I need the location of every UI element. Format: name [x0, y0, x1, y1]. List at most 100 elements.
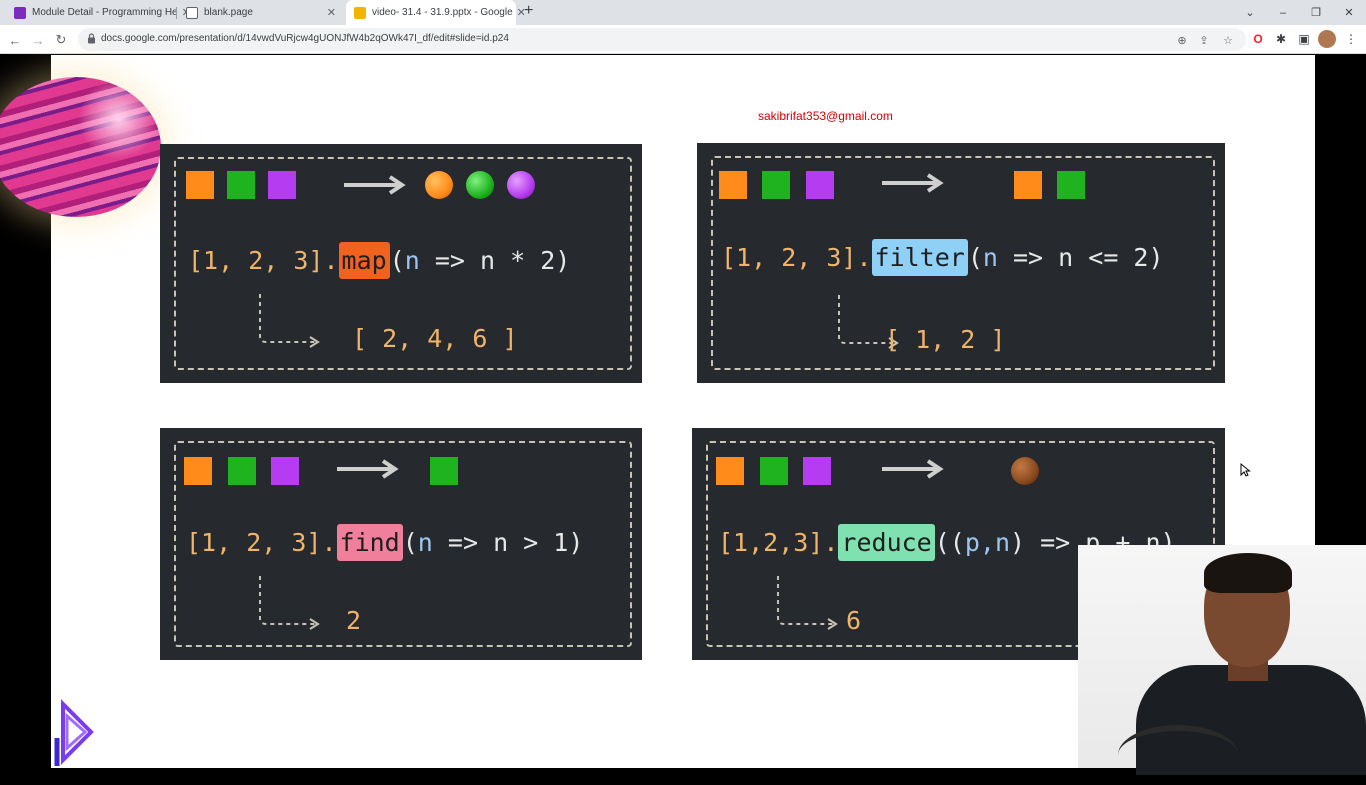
code-body: n <= 2 [1058, 243, 1149, 272]
dashed-frame [711, 156, 1215, 370]
presentation-stage: sakibrifat353@gmail.com [1, 2, 3]. map (… [0, 55, 1366, 768]
dashed-arrow-icon [259, 576, 320, 630]
map-method-highlight: map [338, 242, 390, 279]
address-bar[interactable]: docs.google.com/presentation/d/14vwdVuRj… [78, 28, 1246, 51]
reload-button[interactable]: ↻ [55, 32, 67, 47]
zoom-icon[interactable]: ⊕ [1177, 34, 1187, 47]
orange-square-icon [184, 457, 212, 485]
dashed-arrow-icon [838, 295, 899, 349]
forward-button[interactable]: → [31, 32, 45, 48]
minimize-button[interactable]: – [1279, 6, 1287, 19]
right-arrow-icon [337, 459, 399, 479]
map-panel: [1, 2, 3]. map ( n => n * 2 ) [ 2, 4, 6 … [160, 144, 642, 383]
green-square-icon [760, 457, 788, 485]
code-array: [1,2,3]. [718, 528, 839, 557]
green-square-icon [430, 457, 458, 485]
green-ball-icon [466, 171, 494, 199]
right-arrow-icon [882, 459, 944, 479]
code-param: p,n [964, 528, 1010, 557]
tab-blank-page[interactable]: blank.page ✕ [178, 0, 344, 25]
green-square-icon [1057, 171, 1085, 199]
bookmark-star-icon[interactable]: ☆ [1223, 34, 1233, 47]
green-square-icon [228, 457, 256, 485]
reduce-method-highlight: reduce [838, 524, 935, 561]
opera-extension-icon[interactable]: O [1253, 32, 1263, 46]
slide-canvas: sakibrifat353@gmail.com [1, 2, 3]. map (… [0, 55, 1315, 768]
dashed-frame [174, 441, 632, 647]
tab-strip: Module Detail - Programming He ✕ blank.p… [0, 0, 1366, 25]
code-paren-open: (( [934, 528, 965, 557]
orange-square-icon [1014, 171, 1042, 199]
green-square-icon [227, 171, 255, 199]
code-paren-close: ) [568, 528, 584, 557]
side-panel-icon[interactable]: ▣ [1298, 32, 1310, 46]
code-paren-open: ( [402, 528, 418, 557]
browser-menu-icon[interactable]: ⋮ [1345, 32, 1357, 46]
code-array: [1, 2, 3]. [186, 528, 337, 557]
document-icon [186, 6, 198, 19]
right-arrow-icon [882, 173, 944, 193]
orange-square-icon [716, 457, 744, 485]
code-param: n [404, 246, 420, 275]
orange-square-icon [719, 171, 747, 199]
brand-logo-icon [54, 699, 94, 766]
close-icon[interactable]: ✕ [326, 7, 336, 19]
code-paren-open: ( [389, 246, 405, 275]
back-button[interactable]: ← [8, 32, 22, 48]
lock-icon [88, 33, 95, 44]
green-square-icon [762, 171, 790, 199]
browser-toolbar: ← → ↻ docs.google.com/presentation/d/14v… [0, 25, 1366, 54]
code-paren-close: ) [1148, 243, 1164, 272]
orange-square-icon [186, 171, 214, 199]
filter-panel: [1, 2, 3]. filter ( n => n <= 2 ) [ 1, 2… [697, 143, 1225, 383]
maximize-button[interactable]: ❐ [1311, 7, 1321, 19]
filter-method-highlight: filter [871, 239, 968, 276]
dashed-frame [174, 157, 632, 370]
find-result: 2 [346, 606, 362, 635]
code-param: n [417, 528, 433, 557]
orange-ball-icon [425, 171, 453, 199]
map-result: [ 2, 4, 6 ] [352, 324, 518, 353]
code-paren-close: ) [555, 246, 571, 275]
watermark-email: sakibrifat353@gmail.com [758, 109, 893, 123]
tab-google-slides[interactable]: video- 31.4 - 31.9.pptx - Google ✕ [346, 0, 526, 25]
module-favicon-icon [14, 6, 26, 19]
share-icon[interactable]: ⇪ [1199, 34, 1209, 47]
code-arrow: => [419, 246, 481, 275]
extensions-puzzle-icon[interactable]: ✱ [1275, 32, 1287, 46]
code-body: n * 2 [480, 246, 556, 275]
find-code: [1, 2, 3]. find ( n => n > 1 ) [186, 524, 583, 561]
new-tab-button[interactable]: + [524, 2, 534, 19]
tab-separator [176, 7, 177, 19]
purple-square-icon [268, 171, 296, 199]
url-text: docs.google.com/presentation/d/14vwdVuRj… [101, 33, 509, 44]
slides-icon [354, 6, 366, 19]
mouse-cursor-icon [1240, 462, 1251, 477]
find-method-highlight: find [336, 524, 403, 561]
code-arrow: => [997, 243, 1059, 272]
dashed-arrow-icon [259, 294, 320, 348]
reduce-code: [1,2,3]. reduce (( p,n ) => p + n ) [718, 524, 1176, 561]
code-array: [1, 2, 3]. [721, 243, 872, 272]
map-code: [1, 2, 3]. map ( n => n * 2 ) [188, 242, 570, 279]
close-icon[interactable]: ✕ [516, 7, 526, 19]
presenter-hair [1204, 553, 1292, 593]
planet-illustration [0, 77, 161, 217]
right-arrow-icon [344, 175, 406, 195]
tab-module-detail[interactable]: Module Detail - Programming He ✕ [6, 0, 191, 25]
code-arrow: => [432, 528, 494, 557]
purple-square-icon [806, 171, 834, 199]
dashed-frame [706, 441, 1215, 647]
tab-search-icon[interactable]: ⌄ [1245, 7, 1255, 19]
code-body: n > 1 [493, 528, 569, 557]
brown-ball-icon [1011, 457, 1039, 485]
code-paren-open: ( [967, 243, 983, 272]
purple-square-icon [271, 457, 299, 485]
close-window-button[interactable]: ✕ [1344, 7, 1354, 19]
dashed-arrow-icon [777, 576, 838, 630]
profile-avatar[interactable] [1318, 30, 1336, 48]
tab-label: Module Detail - Programming He [32, 7, 178, 18]
webcam-overlay [1078, 545, 1366, 775]
tab-label: blank.page [204, 7, 253, 18]
code-param: n [982, 243, 998, 272]
